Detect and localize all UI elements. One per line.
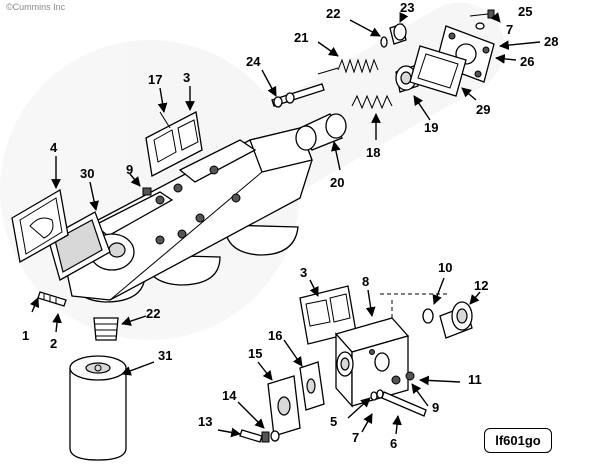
callout-5: 5 [330, 414, 337, 429]
callout-29: 29 [476, 102, 490, 117]
callout-19: 19 [424, 120, 438, 135]
valve-group [271, 9, 495, 151]
callout-3-upper: 3 [183, 70, 190, 85]
leader-lines [30, 11, 541, 438]
callout-20: 20 [330, 175, 344, 190]
callout-6: 6 [390, 436, 397, 451]
callout-3-lower: 3 [300, 265, 307, 280]
callout-9-lower: 9 [432, 400, 439, 415]
callout-21: 21 [294, 30, 308, 45]
callout-8: 8 [362, 274, 369, 289]
callout-16: 16 [268, 328, 282, 343]
callout-26: 26 [520, 54, 534, 69]
callout-17: 17 [148, 72, 162, 87]
callout-18: 18 [366, 145, 380, 160]
callout-28: 28 [544, 34, 558, 49]
callout-14: 14 [222, 388, 237, 403]
callout-10: 10 [438, 260, 452, 275]
copyright-text: ©Cummins Inc [6, 2, 66, 12]
callout-1: 1 [22, 328, 29, 343]
callout-15: 15 [248, 346, 262, 361]
stud-1-2 [37, 291, 67, 307]
gasket-3-upper [145, 111, 203, 177]
callout-24: 24 [246, 54, 261, 69]
screw-17 [159, 111, 171, 129]
callout-2: 2 [50, 336, 57, 351]
adapter-group [239, 285, 473, 443]
callout-4: 4 [50, 140, 58, 155]
callout-11: 11 [468, 372, 482, 387]
gasket-4 [11, 188, 69, 264]
callout-23: 23 [400, 0, 414, 15]
callout-9-upper: 9 [126, 162, 133, 177]
callout-25: 25 [518, 4, 532, 19]
callout-7-lower: 7 [352, 430, 359, 445]
callout-30: 30 [80, 166, 94, 181]
drawing-code-label: lf601go [484, 428, 552, 453]
callout-12: 12 [474, 278, 488, 293]
callout-13: 13 [198, 414, 212, 429]
callout-22-upper: 22 [326, 6, 340, 21]
callout-numbers: 1 2 3 3 4 5 6 7 7 8 9 9 10 11 12 13 14 1… [22, 0, 558, 451]
plug-9-upper [142, 187, 152, 196]
callout-22-lower: 22 [146, 306, 160, 321]
callout-7-upper: 7 [506, 22, 513, 37]
filter-31 [69, 355, 127, 461]
callout-31: 31 [158, 348, 172, 363]
nipple-22 [93, 317, 119, 341]
